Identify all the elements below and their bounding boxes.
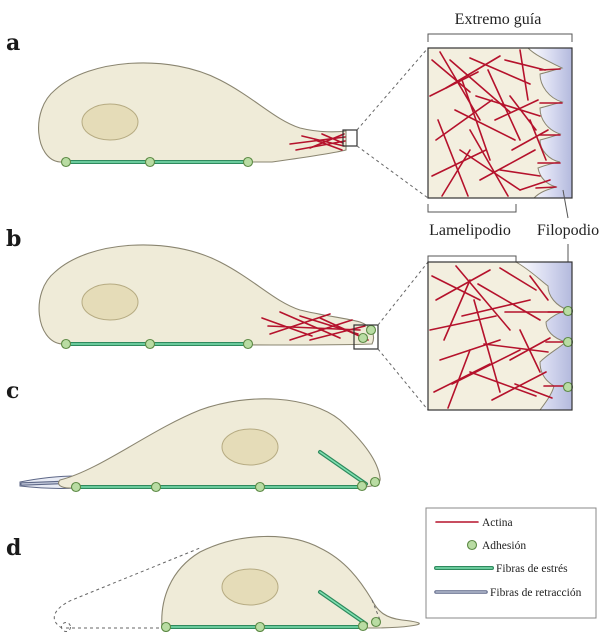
legend-label-stress-fibers: Fibras de estrés <box>496 563 568 575</box>
panel-b-zoom-line <box>378 349 428 410</box>
panel-b-zoom-line <box>378 262 428 325</box>
panel-a-cell <box>39 63 357 167</box>
panel-letter-b: b <box>6 226 21 252</box>
legend: Actina Adhesión Fibras de estrés Fibras … <box>426 508 596 618</box>
panel-c-adhesion <box>371 478 380 487</box>
panel-b-nucleus <box>82 284 138 320</box>
panel-a-adhesion <box>146 158 155 167</box>
panel-a-zoom-line <box>357 146 428 198</box>
panel-d-adhesion <box>372 618 381 627</box>
panel-d-released-adhesion <box>62 623 71 632</box>
filopodium-label: Filopodio <box>537 222 599 239</box>
panel-c-adhesion <box>358 482 367 491</box>
panel-c-nucleus <box>222 429 278 465</box>
panel-a-inset <box>428 48 572 198</box>
panel-d-adhesion <box>256 623 265 632</box>
panel-c-adhesion <box>256 483 265 492</box>
leading-edge-bracket <box>428 34 572 42</box>
panel-b-adhesion <box>359 334 368 343</box>
panel-a-adhesion <box>244 158 253 167</box>
panel-b-adhesion <box>62 340 71 349</box>
lamellipodium-label: Lamelipodio <box>429 222 511 239</box>
panel-c-adhesion <box>152 483 161 492</box>
legend-label-adhesion: Adhesión <box>482 540 526 552</box>
lamellipodium-bracket-top <box>428 204 516 212</box>
panel-letter-a: a <box>6 30 20 56</box>
panel-a-adhesion <box>62 158 71 167</box>
panel-b-inset-adhesion <box>564 338 573 347</box>
panel-b-inset-adhesion <box>564 383 573 392</box>
panel-d-adhesion <box>359 622 368 631</box>
panel-a-nucleus <box>82 104 138 140</box>
panel-b-adhesion <box>367 326 376 335</box>
panel-letter-d: d <box>6 535 21 561</box>
panel-c-cell <box>20 399 380 492</box>
panel-d-adhesion <box>162 623 171 632</box>
panel-b-adhesion <box>146 340 155 349</box>
panel-d-cell <box>54 536 419 631</box>
legend-adhesion-swatch <box>468 541 477 550</box>
legend-label-actin: Actina <box>482 517 513 529</box>
legend-label-retraction-fibers: Fibras de retracción <box>490 587 582 599</box>
panel-b-cell <box>39 245 378 349</box>
panel-a-zoom-line <box>357 48 428 130</box>
panel-c-adhesion <box>72 483 81 492</box>
panel-b-adhesion <box>244 340 253 349</box>
panel-letter-c: c <box>6 378 19 404</box>
leading-edge-label: Extremo guía <box>455 11 542 28</box>
panel-d-nucleus <box>222 569 278 605</box>
panel-b-inset <box>428 262 573 410</box>
panel-b-inset-adhesion <box>564 307 573 316</box>
